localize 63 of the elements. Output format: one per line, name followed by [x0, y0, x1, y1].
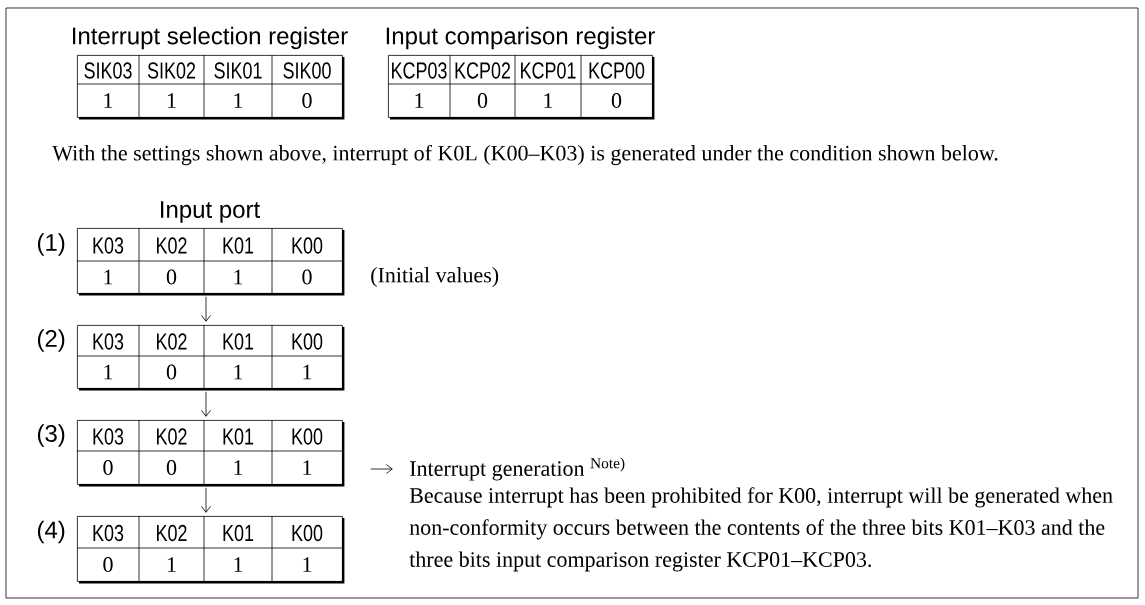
table-cell: K03	[93, 524, 124, 542]
description-text: With the settings shown above, interrupt of K0L (K00–K03) is generated under the condition shown below.	[52, 144, 998, 166]
table-cell: K00	[292, 333, 323, 350]
arrow	[201, 296, 211, 322]
table-cell: 0	[477, 93, 488, 108]
table-cell: K02	[157, 237, 187, 254]
table-cell: K01	[223, 428, 254, 445]
table-cell: 0	[166, 460, 177, 475]
table-cell: SIK03	[84, 62, 132, 79]
table-cell: 0	[302, 269, 312, 285]
table-cell: K00	[292, 428, 323, 445]
table-cell: 1	[234, 269, 243, 285]
table-cell: 1	[303, 460, 312, 475]
table-cell: 1	[303, 557, 312, 572]
table-cell: 1	[167, 93, 176, 108]
table-cell: KCP01	[521, 62, 576, 79]
table-cell: K00	[292, 237, 323, 254]
table-cell: KCP02	[455, 62, 511, 79]
table-cell: SIK01	[214, 62, 262, 79]
note-text: (Initial values)	[371, 267, 499, 287]
arrow	[201, 487, 211, 513]
arrow	[370, 464, 393, 474]
table-cell: 0	[166, 364, 177, 380]
table-cell: 1	[234, 93, 243, 108]
table-cell: K03	[93, 237, 124, 254]
table-heading: Input port	[161, 201, 260, 223]
table-cell: 1	[234, 557, 243, 572]
table-cell: 1	[303, 364, 312, 380]
table-cell: KCP03	[392, 62, 447, 79]
table-cell: 1	[104, 364, 113, 380]
table-cell: SIK00	[283, 62, 331, 79]
table-cell: 1	[167, 557, 176, 572]
table-cell: 1	[104, 93, 113, 108]
table-cell: 0	[103, 460, 113, 475]
table-cell: 0	[302, 93, 312, 108]
explanation-text: Because interrupt has been prohibited for K00, interrupt will be generated when non-conformity occurs between the contents of the three bits K01–K03 and the three bits input comparison register KCP01–KCP03.	[409, 487, 1113, 572]
step-number: (4)	[37, 520, 65, 544]
step-number: (3)	[37, 424, 65, 447]
table-cell: K01	[223, 237, 254, 254]
table-cell: 1	[234, 460, 243, 475]
table-cell: K01	[223, 333, 254, 350]
table-cell: K02	[157, 333, 187, 350]
table-cell: SIK02	[147, 62, 196, 79]
table-cell: K02	[157, 524, 187, 542]
table-cell: KCP00	[589, 62, 645, 79]
table-cell: 1	[415, 93, 424, 108]
step-number: (1)	[37, 233, 65, 256]
table-cell: 0	[166, 269, 177, 285]
table-cell: 0	[103, 557, 113, 572]
table-cell: 1	[544, 93, 553, 108]
arrow	[201, 391, 211, 417]
result-text: Interrupt generation $^{Note)}$	[410, 457, 625, 481]
table-cell: 0	[611, 93, 622, 108]
table-cell: K00	[292, 524, 323, 542]
table-cell: K03	[93, 333, 124, 350]
table-cell: 1	[104, 269, 113, 285]
step-number: (2)	[37, 329, 65, 352]
table-cell: 1	[234, 364, 243, 380]
table-heading: Input comparison register	[386, 26, 655, 50]
table-heading: Interrupt selection register	[73, 26, 348, 50]
table-cell: K03	[93, 428, 124, 445]
table-cell: K02	[157, 428, 187, 445]
table-cell: K01	[223, 524, 254, 542]
